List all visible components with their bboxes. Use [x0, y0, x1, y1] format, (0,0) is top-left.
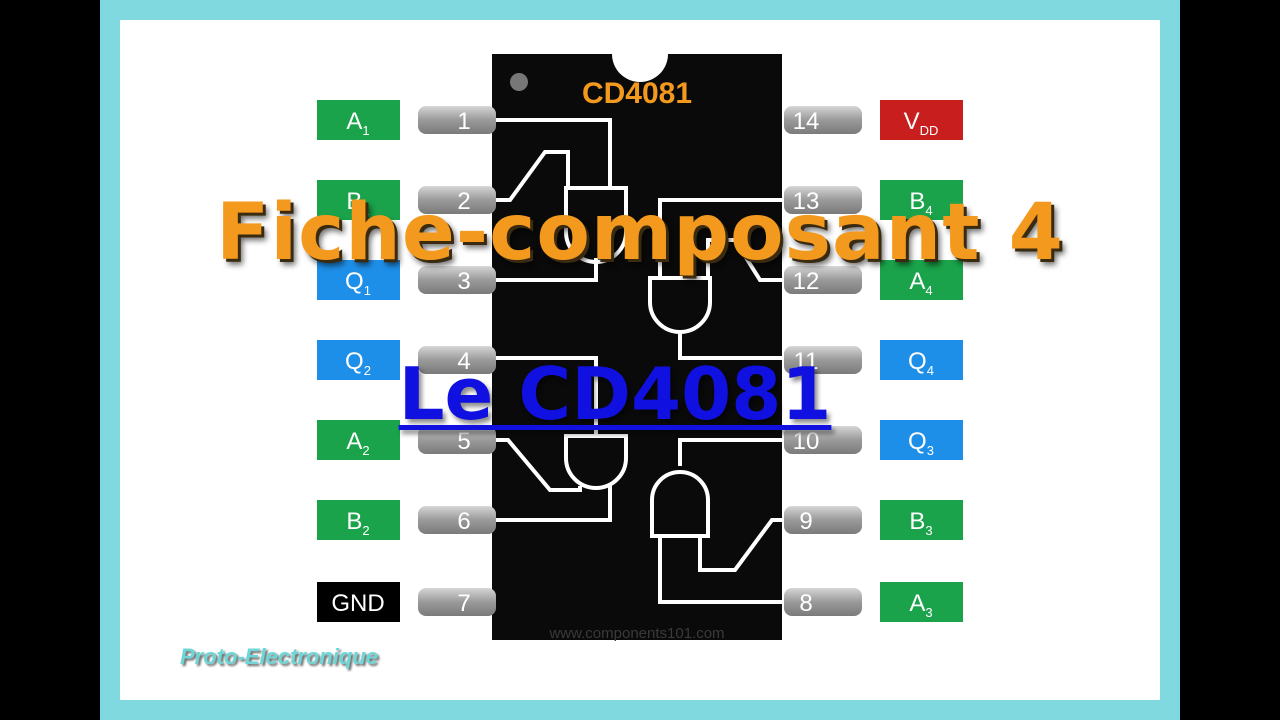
pin-lead — [784, 588, 862, 616]
pin-label: A1 — [346, 108, 369, 138]
pin-lead — [418, 106, 496, 134]
pin-lead — [418, 266, 496, 294]
pin-1: 1 A1 — [317, 100, 496, 140]
pin-label-box — [317, 100, 400, 140]
pin-14: 14 VDD — [784, 100, 963, 140]
pin-number: 13 — [793, 188, 820, 215]
pin-7: 7 GND — [317, 582, 496, 622]
pin-3: 3 Q1 — [317, 260, 496, 300]
pin-13: 13 B4 — [784, 180, 963, 220]
pin-lead — [784, 186, 862, 214]
page-title: Fiche-composant 4 — [216, 188, 1064, 278]
pin-label: A2 — [346, 428, 369, 458]
pin-lead — [418, 588, 496, 616]
right-pins: 14 VDD 13 B4 12 A4 11 Q4 10 Q3 9 B3 8 A3 — [784, 100, 963, 622]
pin-number: 14 — [793, 108, 820, 135]
pin-number: 10 — [793, 428, 820, 455]
pin-label: B1 — [346, 188, 369, 218]
page-subtitle: Le CD4081 — [398, 352, 832, 436]
pin-label-box — [880, 420, 963, 460]
pin-label: GND — [331, 590, 384, 617]
pin-label-box — [880, 180, 963, 220]
pin-label-box — [317, 340, 400, 380]
pin-label-box — [317, 500, 400, 540]
pin-number: 3 — [457, 268, 470, 295]
pin-lead — [784, 106, 862, 134]
pin-number: 5 — [457, 428, 470, 455]
pin-lead — [418, 346, 496, 374]
pin-9: 9 B3 — [784, 500, 963, 540]
pin-label: Q4 — [908, 348, 934, 378]
pin-number: 1 — [457, 108, 470, 135]
pin-label-box — [880, 100, 963, 140]
pin-8: 8 A3 — [784, 582, 963, 622]
pin1-marker — [510, 73, 528, 91]
pin-label: Q2 — [345, 348, 371, 378]
pin-label: Q1 — [345, 268, 371, 298]
pin-11: 11 Q4 — [784, 340, 963, 380]
chip-watermark: www.components101.com — [548, 625, 724, 642]
pin-label: B2 — [346, 508, 369, 538]
pin-label-box — [317, 420, 400, 460]
pin-number: 11 — [794, 348, 819, 375]
pin-lead — [784, 426, 862, 454]
pin-label-box — [317, 582, 400, 622]
pin-label-box — [317, 180, 400, 220]
pin-label: B3 — [909, 508, 932, 538]
pin-lead — [418, 426, 496, 454]
pin-label-box — [880, 260, 963, 300]
pin-lead — [418, 506, 496, 534]
pin-lead — [784, 506, 862, 534]
pin-10: 10 Q3 — [784, 420, 963, 460]
left-pins: 1 A1 2 B1 3 Q1 4 Q2 5 A2 6 B2 7 GND — [317, 100, 496, 622]
pin-5: 5 A2 — [317, 420, 496, 460]
pin-label: Q3 — [908, 428, 934, 458]
pin-lead — [784, 266, 862, 294]
pin-label: VDD — [904, 108, 939, 138]
chip-name: CD4081 — [582, 77, 692, 110]
pin-12: 12 A4 — [784, 260, 963, 300]
pin-label: B4 — [909, 188, 932, 218]
pin-label: A3 — [909, 590, 932, 620]
pin-label-box — [880, 340, 963, 380]
brand-watermark: Proto-Electronique — [180, 644, 379, 669]
pin-number: 6 — [457, 508, 470, 535]
pin-6: 6 B2 — [317, 500, 496, 540]
pin-number: 2 — [457, 188, 470, 215]
pin-2: 2 B1 — [317, 180, 496, 220]
pin-lead — [418, 186, 496, 214]
internal-wiring — [492, 118, 782, 604]
pin-number: 7 — [457, 590, 470, 617]
pin-4: 4 Q2 — [317, 340, 496, 380]
pin-number: 4 — [457, 348, 470, 375]
pin-label-box — [317, 260, 400, 300]
pin-label-box — [880, 500, 963, 540]
pin-lead — [784, 346, 862, 374]
pin-number: 8 — [799, 590, 812, 617]
ic-body — [492, 54, 782, 640]
pin-label-box — [880, 582, 963, 622]
pin-number: 9 — [799, 508, 812, 535]
pin-number: 12 — [793, 268, 820, 295]
pin-label: A4 — [909, 268, 932, 298]
